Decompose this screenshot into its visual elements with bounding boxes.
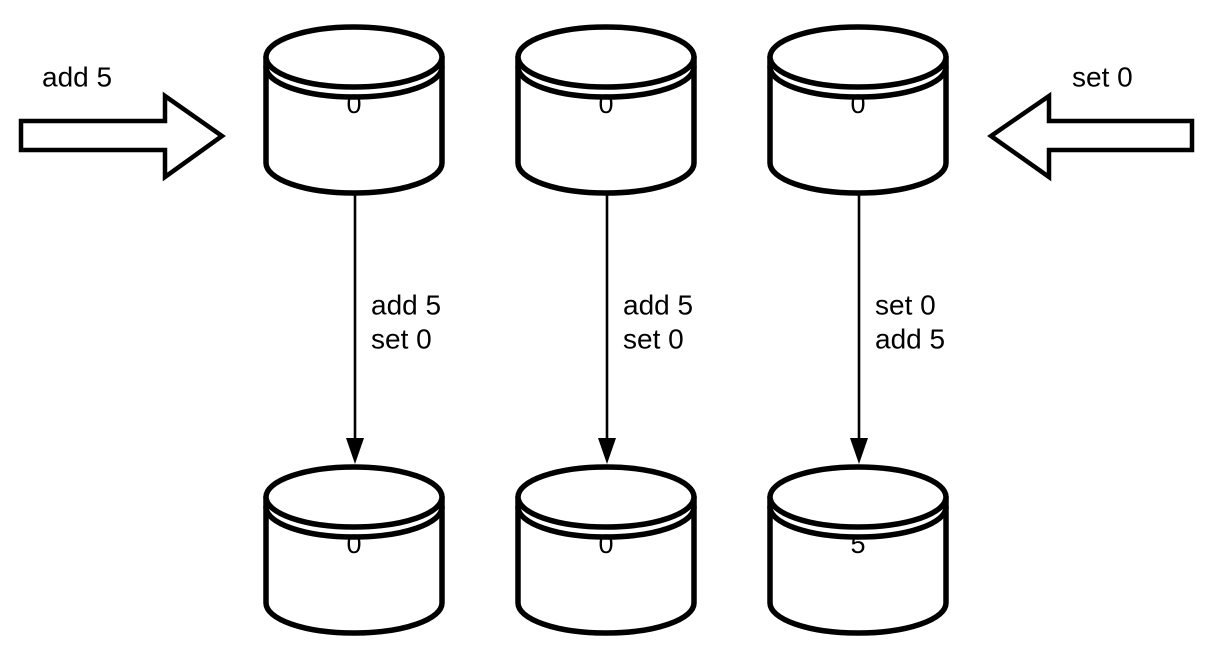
replica-1-connector-arrowhead xyxy=(346,438,364,464)
replica-1-top-cylinder-cap xyxy=(263,24,445,90)
replica-2-operation-0: add 5 xyxy=(623,289,693,320)
replica-3-connector-arrowhead xyxy=(850,438,868,464)
replica-3-operation-1: add 5 xyxy=(875,323,945,354)
replica-2-connector: add 5 set 0 xyxy=(598,193,693,464)
right-input-arrow: set 0 xyxy=(987,61,1195,182)
replica-3-top-value: 0 xyxy=(850,89,865,119)
replica-3-bottom-cylinder-lip xyxy=(767,504,949,540)
replica-1-group: 0 add 5 set 0 0 xyxy=(263,24,445,636)
left-input-arrow-shape xyxy=(18,91,226,182)
replica-2-connector-arrowhead xyxy=(598,438,616,464)
replica-2-group: 0 add 5 set 0 0 xyxy=(515,24,697,636)
replica-1-top-value: 0 xyxy=(346,89,361,119)
replica-1-top-cylinder: 0 xyxy=(263,24,445,196)
replica-2-top-cylinder-lip xyxy=(515,64,697,100)
right-input-arrow-shape xyxy=(987,91,1195,182)
replica-3-top-cylinder: 0 xyxy=(767,24,949,196)
replica-1-bottom-cylinder-lip xyxy=(263,504,445,540)
replica-2-top-value: 0 xyxy=(598,89,613,119)
replica-2-bottom-value: 0 xyxy=(598,529,613,559)
replica-1-bottom-value: 0 xyxy=(346,529,361,559)
replica-3-operation-0: set 0 xyxy=(875,289,936,320)
replica-2-bottom-cylinder: 0 xyxy=(515,464,697,636)
left-input-arrow-label: add 5 xyxy=(42,61,112,92)
left-input-arrow: add 5 xyxy=(18,61,226,182)
replica-3-bottom-cylinder-cap xyxy=(767,464,949,530)
right-input-arrow-label: set 0 xyxy=(1072,61,1133,92)
replica-3-bottom-value: 5 xyxy=(850,529,865,559)
replica-1-bottom-cylinder-cap xyxy=(263,464,445,530)
replica-1-operation-0: add 5 xyxy=(371,289,441,320)
replica-3-connector: set 0 add 5 xyxy=(850,193,945,464)
replica-3-top-cylinder-lip xyxy=(767,64,949,100)
replica-1-operation-1: set 0 xyxy=(371,323,432,354)
replica-1-connector: add 5 set 0 xyxy=(346,193,441,464)
replica-3-bottom-cylinder: 5 xyxy=(767,464,949,636)
replica-1-top-cylinder-lip xyxy=(263,64,445,100)
replica-3-top-cylinder-cap xyxy=(767,24,949,90)
replica-2-bottom-cylinder-cap xyxy=(515,464,697,530)
replica-3-group: 0 set 0 add 5 5 xyxy=(767,24,949,636)
replica-2-bottom-cylinder-lip xyxy=(515,504,697,540)
replica-2-top-cylinder-cap xyxy=(515,24,697,90)
replica-1-bottom-cylinder: 0 xyxy=(263,464,445,636)
replica-2-top-cylinder: 0 xyxy=(515,24,697,196)
replica-2-operation-1: set 0 xyxy=(623,323,684,354)
